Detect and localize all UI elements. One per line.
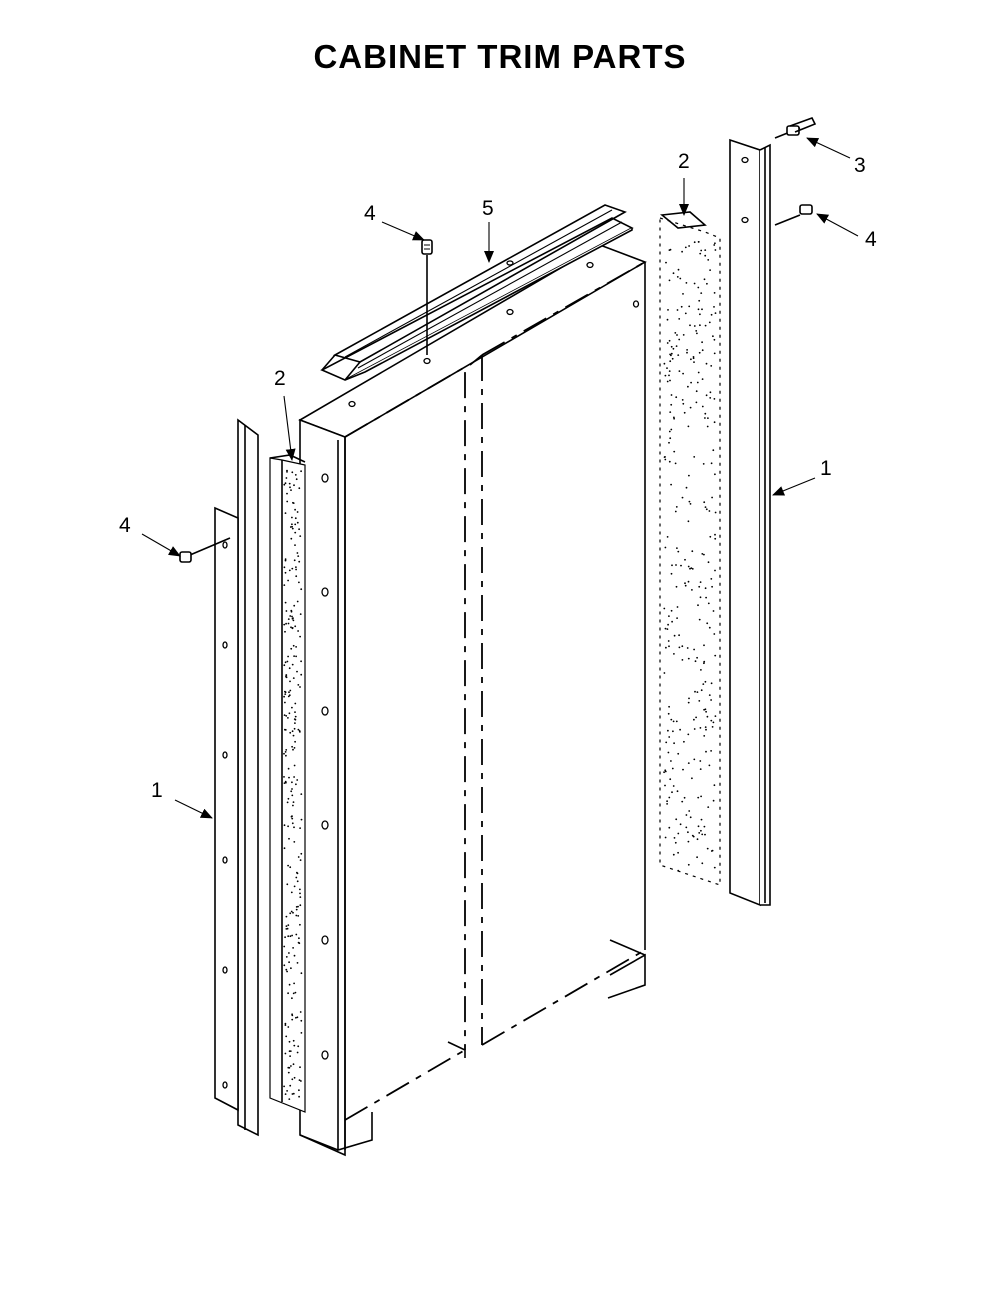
callout-right-screw: 3 (854, 154, 866, 177)
right-trim-part (729, 138, 771, 907)
callout-arrows (141, 137, 859, 819)
callout-right-trim: 1 (820, 457, 832, 480)
door-outline-left (344, 365, 466, 1121)
callout-left-trim: 1 (151, 779, 163, 802)
door-outline-right (469, 261, 646, 1046)
callout-left-screw: 4 (119, 514, 131, 537)
left-screw-part (179, 537, 231, 563)
right-foam-strip (659, 211, 721, 886)
left-foam-strip (269, 454, 306, 1113)
left-trim-part (214, 418, 259, 1137)
right-side-screw-part (774, 204, 813, 226)
callout-right-foam: 2 (678, 150, 690, 173)
top-rail-part (320, 204, 634, 381)
cabinet-body (298, 244, 647, 1157)
top-screw-part (421, 239, 433, 355)
cabinet-flange-holes (321, 261, 640, 1060)
right-top-screw-part (774, 117, 817, 139)
callout-right-top-screw: 4 (865, 228, 877, 251)
callout-left-foam: 2 (274, 367, 286, 390)
callout-top-screw: 4 (364, 202, 376, 225)
callout-top-rail: 5 (482, 197, 494, 220)
page-title: CABINET TRIM PARTS (313, 38, 687, 75)
